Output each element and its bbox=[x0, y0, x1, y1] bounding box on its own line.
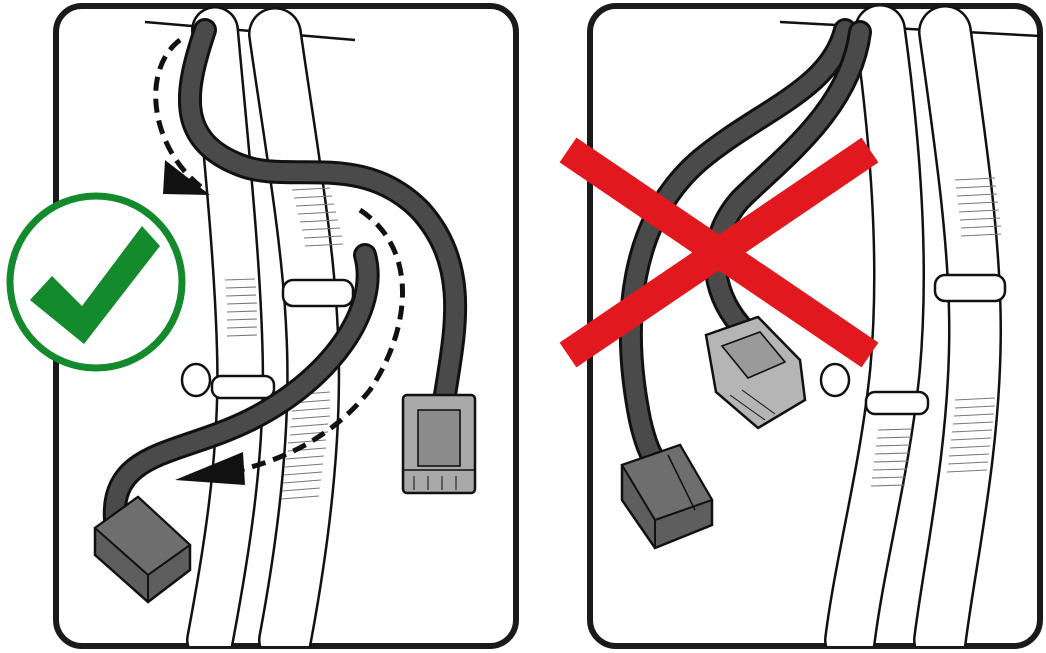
hose-clamp bbox=[212, 376, 274, 398]
incorrect-routing-panel bbox=[568, 6, 1040, 646]
hose-clamp bbox=[283, 280, 353, 306]
clamp-knob bbox=[821, 364, 849, 396]
check-badge bbox=[10, 196, 182, 368]
clamp-knob bbox=[182, 364, 210, 396]
hose-clamp bbox=[866, 392, 928, 414]
check-ring-icon bbox=[10, 196, 182, 368]
connector-plug bbox=[403, 395, 475, 493]
hose-clamp bbox=[935, 275, 1005, 301]
